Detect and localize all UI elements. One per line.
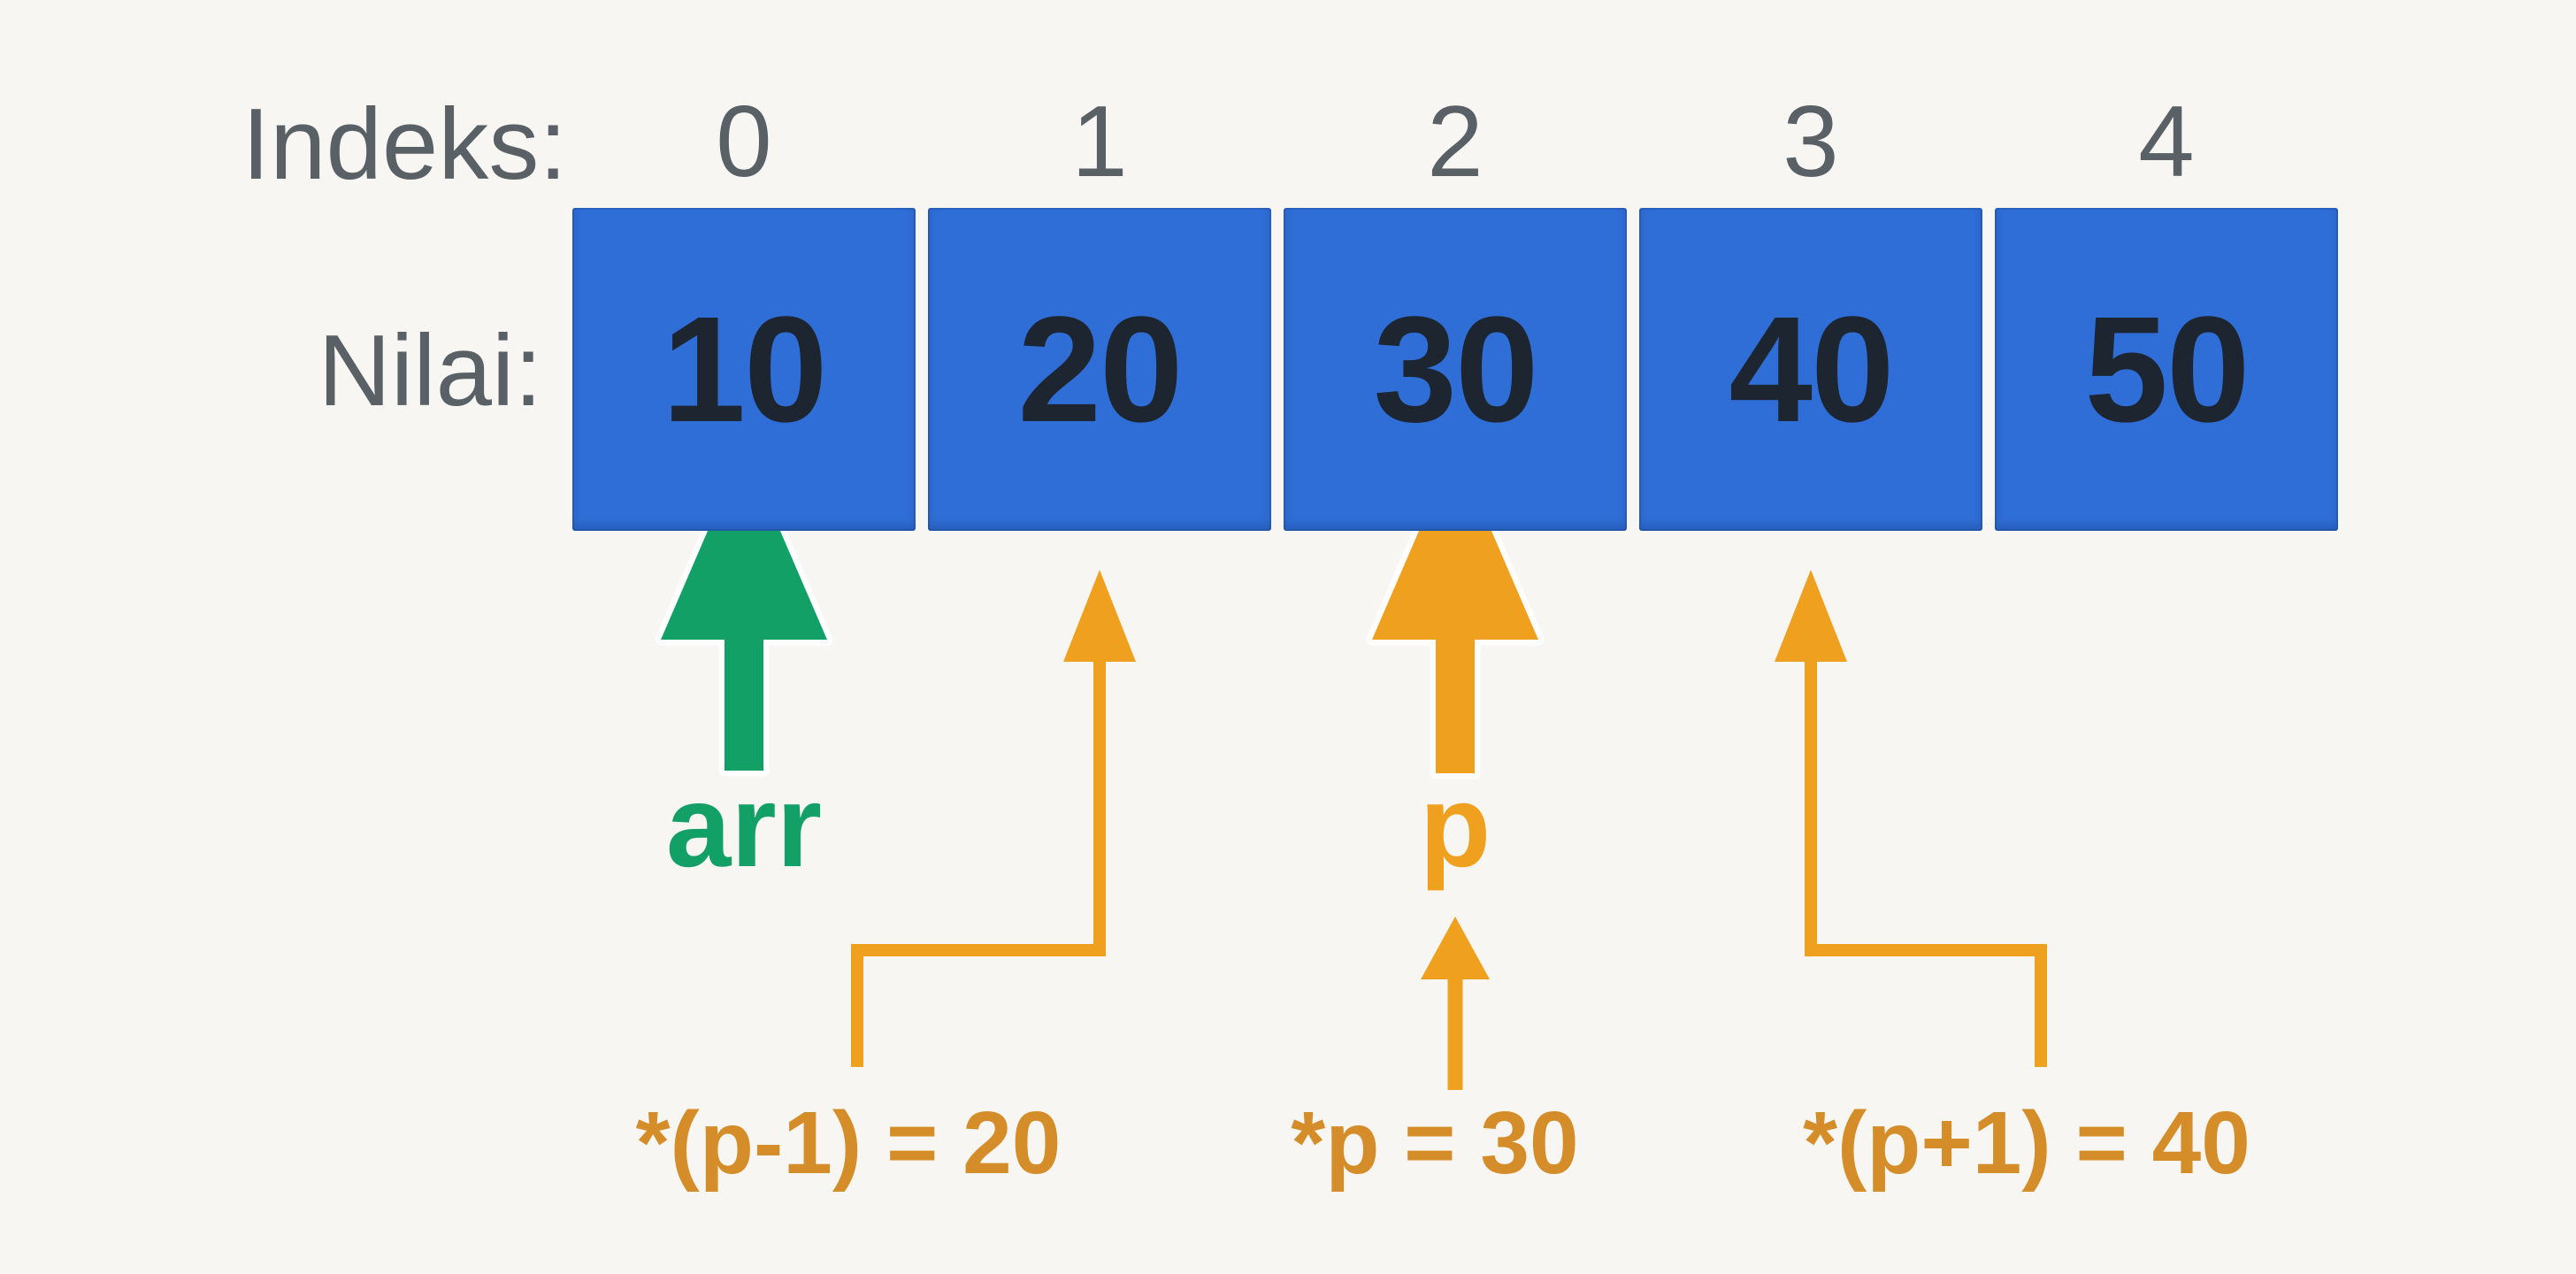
array-cell-4: 50: [1995, 208, 2338, 531]
annotation-p-plus-1: *(p+1) = 40: [1803, 1094, 2250, 1193]
p-plus-1-arrowhead-icon: [1775, 570, 1847, 662]
arr-pointer-arrow: [655, 441, 833, 777]
array-cell-0: 10: [572, 208, 916, 531]
cell-value-2: 30: [1373, 285, 1538, 454]
annotation-p-minus-1: *(p-1) = 20: [635, 1094, 1062, 1193]
arr-pointer-label: arr: [665, 761, 823, 891]
p-minus-1-arrowhead-icon: [1063, 570, 1136, 662]
index-row-label: Indeks:: [242, 88, 567, 201]
cell-value-4: 50: [2084, 285, 2250, 454]
p-pointer-label: p: [1419, 761, 1491, 891]
index-number-2: 2: [1427, 86, 1484, 198]
index-number-4: 4: [2138, 86, 2195, 198]
array-cell-3: 40: [1639, 208, 1982, 531]
array-cell-2: 30: [1284, 208, 1627, 531]
cell-value-0: 10: [662, 285, 827, 454]
p-minus-1-elbow-connector: [851, 656, 1106, 1067]
index-number-1: 1: [1071, 86, 1128, 198]
cell-value-1: 20: [1017, 285, 1183, 454]
value-row-label: Nilai:: [318, 315, 542, 427]
array-cell-1: 20: [928, 208, 1271, 531]
index-number-3: 3: [1782, 86, 1839, 198]
annotation-p: *p = 30: [1291, 1094, 1579, 1193]
p-value-arrowhead-icon: [1421, 917, 1490, 979]
index-number-0: 0: [716, 86, 772, 198]
p-pointer-arrow: [1366, 441, 1545, 779]
cell-value-3: 40: [1729, 285, 1894, 454]
p-plus-1-elbow-connector: [1805, 656, 2047, 1067]
